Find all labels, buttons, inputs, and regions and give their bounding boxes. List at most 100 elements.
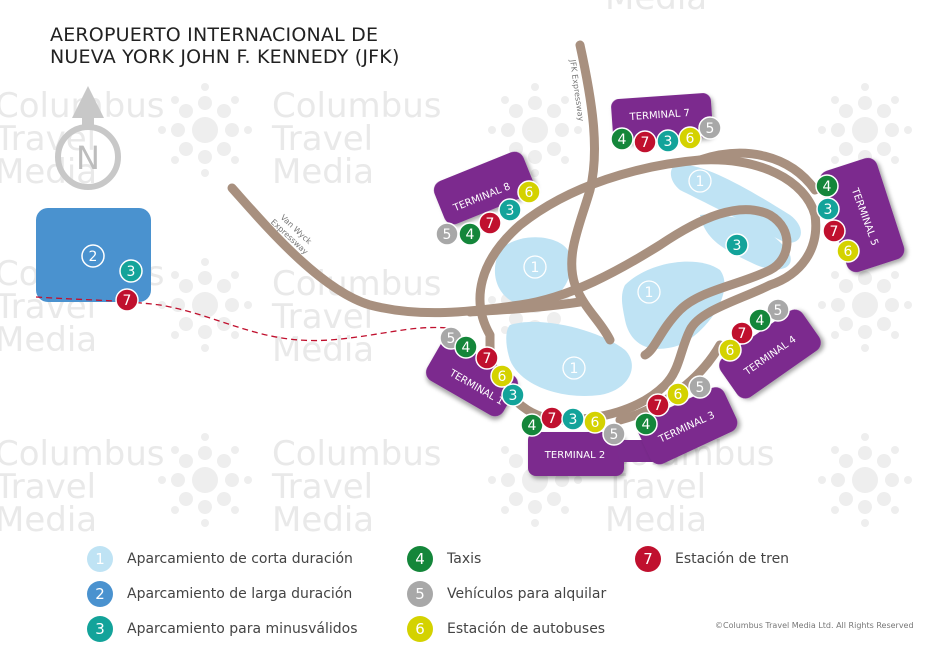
long-term-parking-marker: 2 xyxy=(81,244,105,268)
train-station-marker: 7 xyxy=(730,321,754,345)
car-rental-marker: 5 xyxy=(688,375,712,399)
accessible-parking-marker: 3 xyxy=(498,198,522,222)
terminal-label: TERMINAL 7 xyxy=(628,108,690,123)
legend-marker: 7 xyxy=(635,546,661,572)
svg-text:3: 3 xyxy=(506,203,515,219)
short-term-parking-marker: 1 xyxy=(562,356,586,380)
svg-text:1: 1 xyxy=(570,361,579,377)
bus-station-marker: 6 xyxy=(583,410,607,434)
short-term-parking-marker: 1 xyxy=(637,280,661,304)
accessible-parking-marker: 3 xyxy=(816,197,840,221)
terminal-8[interactable]: TERMINAL 8 xyxy=(431,149,537,228)
svg-text:5: 5 xyxy=(610,427,619,443)
taxi-marker: 4 xyxy=(748,308,772,332)
svg-text:6: 6 xyxy=(844,244,853,260)
legend-item-accessible-parking: 3 Aparcamiento para minusválidos xyxy=(87,615,358,643)
jfk-expressway xyxy=(567,40,615,345)
compass-letter: N xyxy=(76,139,100,177)
svg-text:6: 6 xyxy=(591,415,600,431)
taxi-marker: 4 xyxy=(454,335,478,359)
short-term-parking-marker: 1 xyxy=(688,169,712,193)
svg-text:3: 3 xyxy=(127,264,136,280)
svg-text:4: 4 xyxy=(462,340,471,356)
watermark-text: Columbus Travel Media xyxy=(272,434,442,540)
terminal-loop-road xyxy=(695,148,820,195)
svg-text:3: 3 xyxy=(569,412,578,428)
svg-text:7: 7 xyxy=(738,326,747,342)
watermark-text: Columbus Travel Media xyxy=(0,434,165,540)
svg-text:5: 5 xyxy=(706,121,715,137)
legend-label: Taxis xyxy=(447,551,482,567)
terminal-label: TERMINAL 2 xyxy=(544,450,605,461)
train-station-marker: 7 xyxy=(475,346,499,370)
bus-station-marker: 6 xyxy=(517,180,541,204)
svg-text:7: 7 xyxy=(830,224,839,240)
legend-label: Aparcamiento de corta duración xyxy=(127,551,353,567)
svg-text:4: 4 xyxy=(823,179,832,195)
svg-text:3: 3 xyxy=(509,388,518,404)
bus-station-marker: 6 xyxy=(490,364,514,388)
svg-text:5: 5 xyxy=(443,227,452,243)
accessible-parking-marker: 3 xyxy=(656,129,680,153)
parking-lot-area xyxy=(494,237,571,306)
svg-text:1: 1 xyxy=(531,260,540,276)
terminal-3[interactable]: TERMINAL 3 xyxy=(634,384,740,468)
train-station-marker: 7 xyxy=(633,130,657,154)
copyright-notice: ©Columbus Travel Media Ltd. All Rights R… xyxy=(715,621,914,630)
map-title: AEROPUERTO INTERNACIONAL DE NUEVA YORK J… xyxy=(50,24,400,68)
legend-label: Aparcamiento de larga duración xyxy=(127,586,353,602)
airtrain-line xyxy=(35,296,449,342)
svg-text:5: 5 xyxy=(447,331,456,347)
legend-marker: 2 xyxy=(87,581,113,607)
legend-item-long-term-parking: 2 Aparcamiento de larga duración xyxy=(87,580,352,608)
svg-text:4: 4 xyxy=(756,313,765,329)
accessible-parking-marker: 3 xyxy=(119,259,143,283)
taxi-marker: 4 xyxy=(610,127,634,151)
svg-text:6: 6 xyxy=(525,185,534,201)
svg-text:6: 6 xyxy=(686,131,695,147)
svg-text:6: 6 xyxy=(498,369,507,385)
short-term-parking-marker: 1 xyxy=(523,255,547,279)
legend-item-short-term-parking: 1 Aparcamiento de corta duración xyxy=(87,545,353,573)
legend-label: Vehículos para alquilar xyxy=(447,586,607,602)
legend-marker: 1 xyxy=(87,546,113,572)
terminal-2[interactable]: TERMINAL 2 xyxy=(528,432,658,476)
legend-marker: 3 xyxy=(87,616,113,642)
watermark-text: Columbus Travel Media xyxy=(605,434,775,540)
train-station-marker: 7 xyxy=(115,288,139,312)
parking-lot-area xyxy=(506,321,632,396)
svg-text:3: 3 xyxy=(664,134,673,150)
legend-marker: 5 xyxy=(407,581,433,607)
svg-text:3: 3 xyxy=(824,202,833,218)
bus-station-marker: 6 xyxy=(678,126,702,150)
svg-text:6: 6 xyxy=(674,387,683,403)
svg-text:7: 7 xyxy=(548,411,557,427)
map-title-line: NUEVA YORK JOHN F. KENNEDY (JFK) xyxy=(50,46,400,68)
legend-item-train-station: 7 Estación de tren xyxy=(635,545,789,573)
svg-text:1: 1 xyxy=(645,285,654,301)
svg-text:2: 2 xyxy=(89,249,98,265)
train-station-marker: 7 xyxy=(822,219,846,243)
legend-label: Estación de tren xyxy=(675,551,790,567)
north-arrow-icon: N xyxy=(55,86,121,190)
legend-marker: 6 xyxy=(407,616,433,642)
parking-lot-area xyxy=(621,261,725,349)
legend-label: Estación de autobuses xyxy=(447,621,606,637)
terminal-loop-road xyxy=(465,297,585,317)
car-rental-marker: 5 xyxy=(766,298,790,322)
legend-marker: 4 xyxy=(407,546,433,572)
legend-item-taxis: 4 Taxis xyxy=(407,545,481,573)
bus-station-marker: 6 xyxy=(666,382,690,406)
svg-text:7: 7 xyxy=(486,216,495,232)
svg-text:4: 4 xyxy=(466,227,475,243)
legend-item-car-rental: 5 Vehículos para alquilar xyxy=(407,580,606,608)
accessible-parking-marker: 3 xyxy=(725,233,749,257)
car-rental-marker: 5 xyxy=(435,222,459,246)
accessible-parking-marker: 3 xyxy=(561,407,585,431)
car-rental-marker: 5 xyxy=(698,116,722,140)
svg-text:7: 7 xyxy=(641,135,650,151)
taxi-marker: 4 xyxy=(634,412,658,436)
